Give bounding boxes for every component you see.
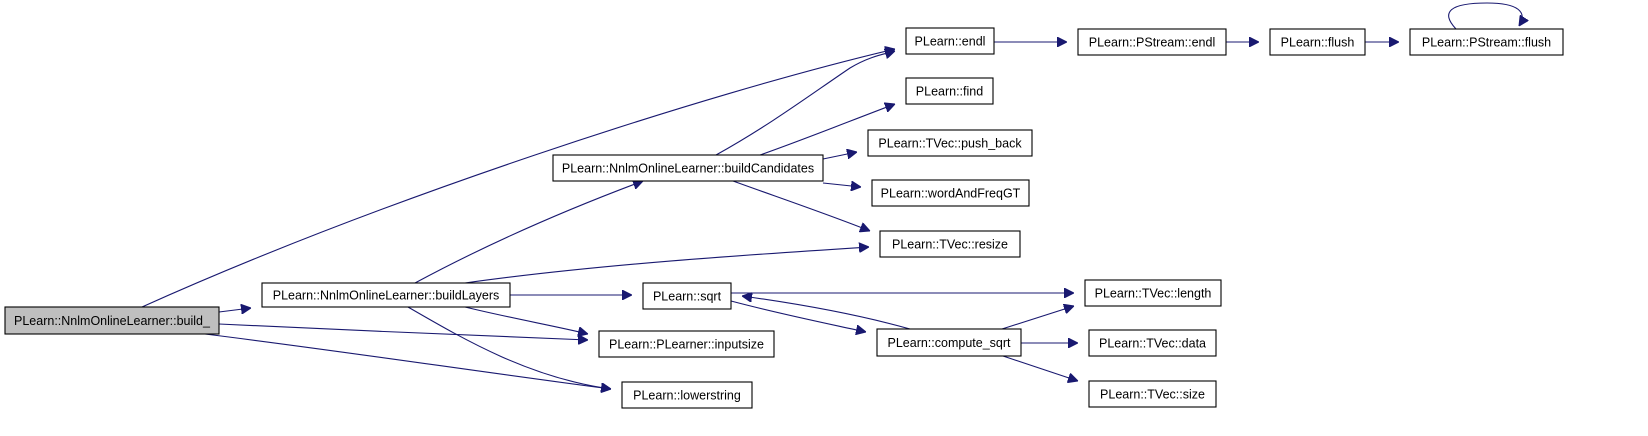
edge-pstream_flush-to-pstream_flush <box>1448 2 1523 30</box>
node-label: PLearn::lowerstring <box>633 389 741 403</box>
node-label: PLearn::endl <box>915 35 986 49</box>
node-box <box>871 179 1030 207</box>
node-label: PLearn::PStream::flush <box>1422 36 1551 50</box>
node-length[interactable]: PLearn::TVec::length <box>1084 279 1222 307</box>
node-label: PLearn::PStream::endl <box>1089 36 1215 50</box>
edge-buildLayers-to-resize <box>464 247 869 284</box>
node-lowerstring[interactable]: PLearn::lowerstring <box>621 381 753 409</box>
node-label: PLearn::NnlmOnlineLearner::buildLayers <box>273 289 500 303</box>
node-box <box>905 77 994 105</box>
nodes-layer: PLearn::NnlmOnlineLearner::build_PLearn:… <box>4 27 1564 409</box>
edge-buildCandidates-to-endl <box>715 51 895 156</box>
node-label: PLearn::NnlmOnlineLearner::build_ <box>14 314 211 328</box>
edge-buildCandidates-to-wordAndFreqGT <box>822 183 861 187</box>
node-pstream_flush[interactable]: PLearn::PStream::flush <box>1409 28 1564 56</box>
node-label: PLearn::TVec::size <box>1100 388 1205 402</box>
edge-build_-to-inputsize <box>218 323 588 340</box>
node-box <box>598 330 775 358</box>
node-label: PLearn::flush <box>1281 36 1355 50</box>
node-label: PLearn::sqrt <box>653 290 722 304</box>
edge-sqrt-to-compute_sqrt <box>730 300 866 332</box>
node-push_back[interactable]: PLearn::TVec::push_back <box>867 129 1033 157</box>
node-box <box>905 27 995 55</box>
edge-compute_sqrt-to-length <box>1001 306 1074 330</box>
edges-layer <box>141 2 1523 389</box>
node-resize[interactable]: PLearn::TVec::resize <box>879 230 1021 258</box>
node-buildCandidates[interactable]: PLearn::NnlmOnlineLearner::buildCandidat… <box>552 154 824 182</box>
node-inputsize[interactable]: PLearn::PLearner::inputsize <box>598 330 775 358</box>
node-build_[interactable]: PLearn::NnlmOnlineLearner::build_ <box>4 306 220 335</box>
node-box <box>1088 380 1217 408</box>
node-label: PLearn::TVec::data <box>1099 337 1206 351</box>
node-label: PLearn::NnlmOnlineLearner::buildCandidat… <box>562 162 814 176</box>
edge-build_-to-lowerstring <box>204 333 611 389</box>
node-box <box>642 282 732 310</box>
node-wordAndFreqGT[interactable]: PLearn::wordAndFreqGT <box>871 179 1030 207</box>
node-find[interactable]: PLearn::find <box>905 77 994 105</box>
edge-build_-to-buildLayers <box>218 308 251 312</box>
node-buildLayers[interactable]: PLearn::NnlmOnlineLearner::buildLayers <box>261 282 511 308</box>
node-label: PLearn::TVec::length <box>1095 287 1212 301</box>
edge-build_-to-endl <box>141 49 895 308</box>
node-box <box>1409 28 1564 56</box>
node-endl[interactable]: PLearn::endl <box>905 27 995 55</box>
node-flush[interactable]: PLearn::flush <box>1269 28 1366 56</box>
edge-buildLayers-to-inputsize <box>464 306 588 334</box>
node-box <box>552 154 824 182</box>
node-box <box>879 230 1021 258</box>
node-label: PLearn::TVec::push_back <box>878 137 1022 151</box>
node-pstream_endl[interactable]: PLearn::PStream::endl <box>1077 28 1227 56</box>
node-box <box>1084 279 1222 307</box>
node-box <box>876 328 1022 357</box>
edge-compute_sqrt-to-sqrt <box>742 296 911 330</box>
edge-buildCandidates-to-resize <box>732 180 870 231</box>
node-box <box>1269 28 1366 56</box>
node-box <box>621 381 753 409</box>
node-sqrt[interactable]: PLearn::sqrt <box>642 282 732 310</box>
edge-buildLayers-to-lowerstring <box>407 306 611 389</box>
node-box <box>1088 329 1217 357</box>
edge-buildLayers-to-buildCandidates <box>414 181 643 284</box>
edge-compute_sqrt-to-size <box>1002 355 1078 381</box>
node-label: PLearn::find <box>916 85 983 99</box>
edge-buildCandidates-to-find <box>759 104 895 156</box>
node-label: PLearn::wordAndFreqGT <box>881 187 1021 201</box>
node-label: PLearn::TVec::resize <box>892 238 1008 252</box>
node-box <box>4 306 220 335</box>
node-compute_sqrt[interactable]: PLearn::compute_sqrt <box>876 328 1022 357</box>
node-label: PLearn::PLearner::inputsize <box>609 338 764 352</box>
node-data[interactable]: PLearn::TVec::data <box>1088 329 1217 357</box>
node-box <box>1077 28 1227 56</box>
node-box <box>867 129 1033 157</box>
edge-buildCandidates-to-push_back <box>822 152 857 160</box>
node-label: PLearn::compute_sqrt <box>888 336 1012 350</box>
node-size[interactable]: PLearn::TVec::size <box>1088 380 1217 408</box>
node-box <box>261 282 511 308</box>
